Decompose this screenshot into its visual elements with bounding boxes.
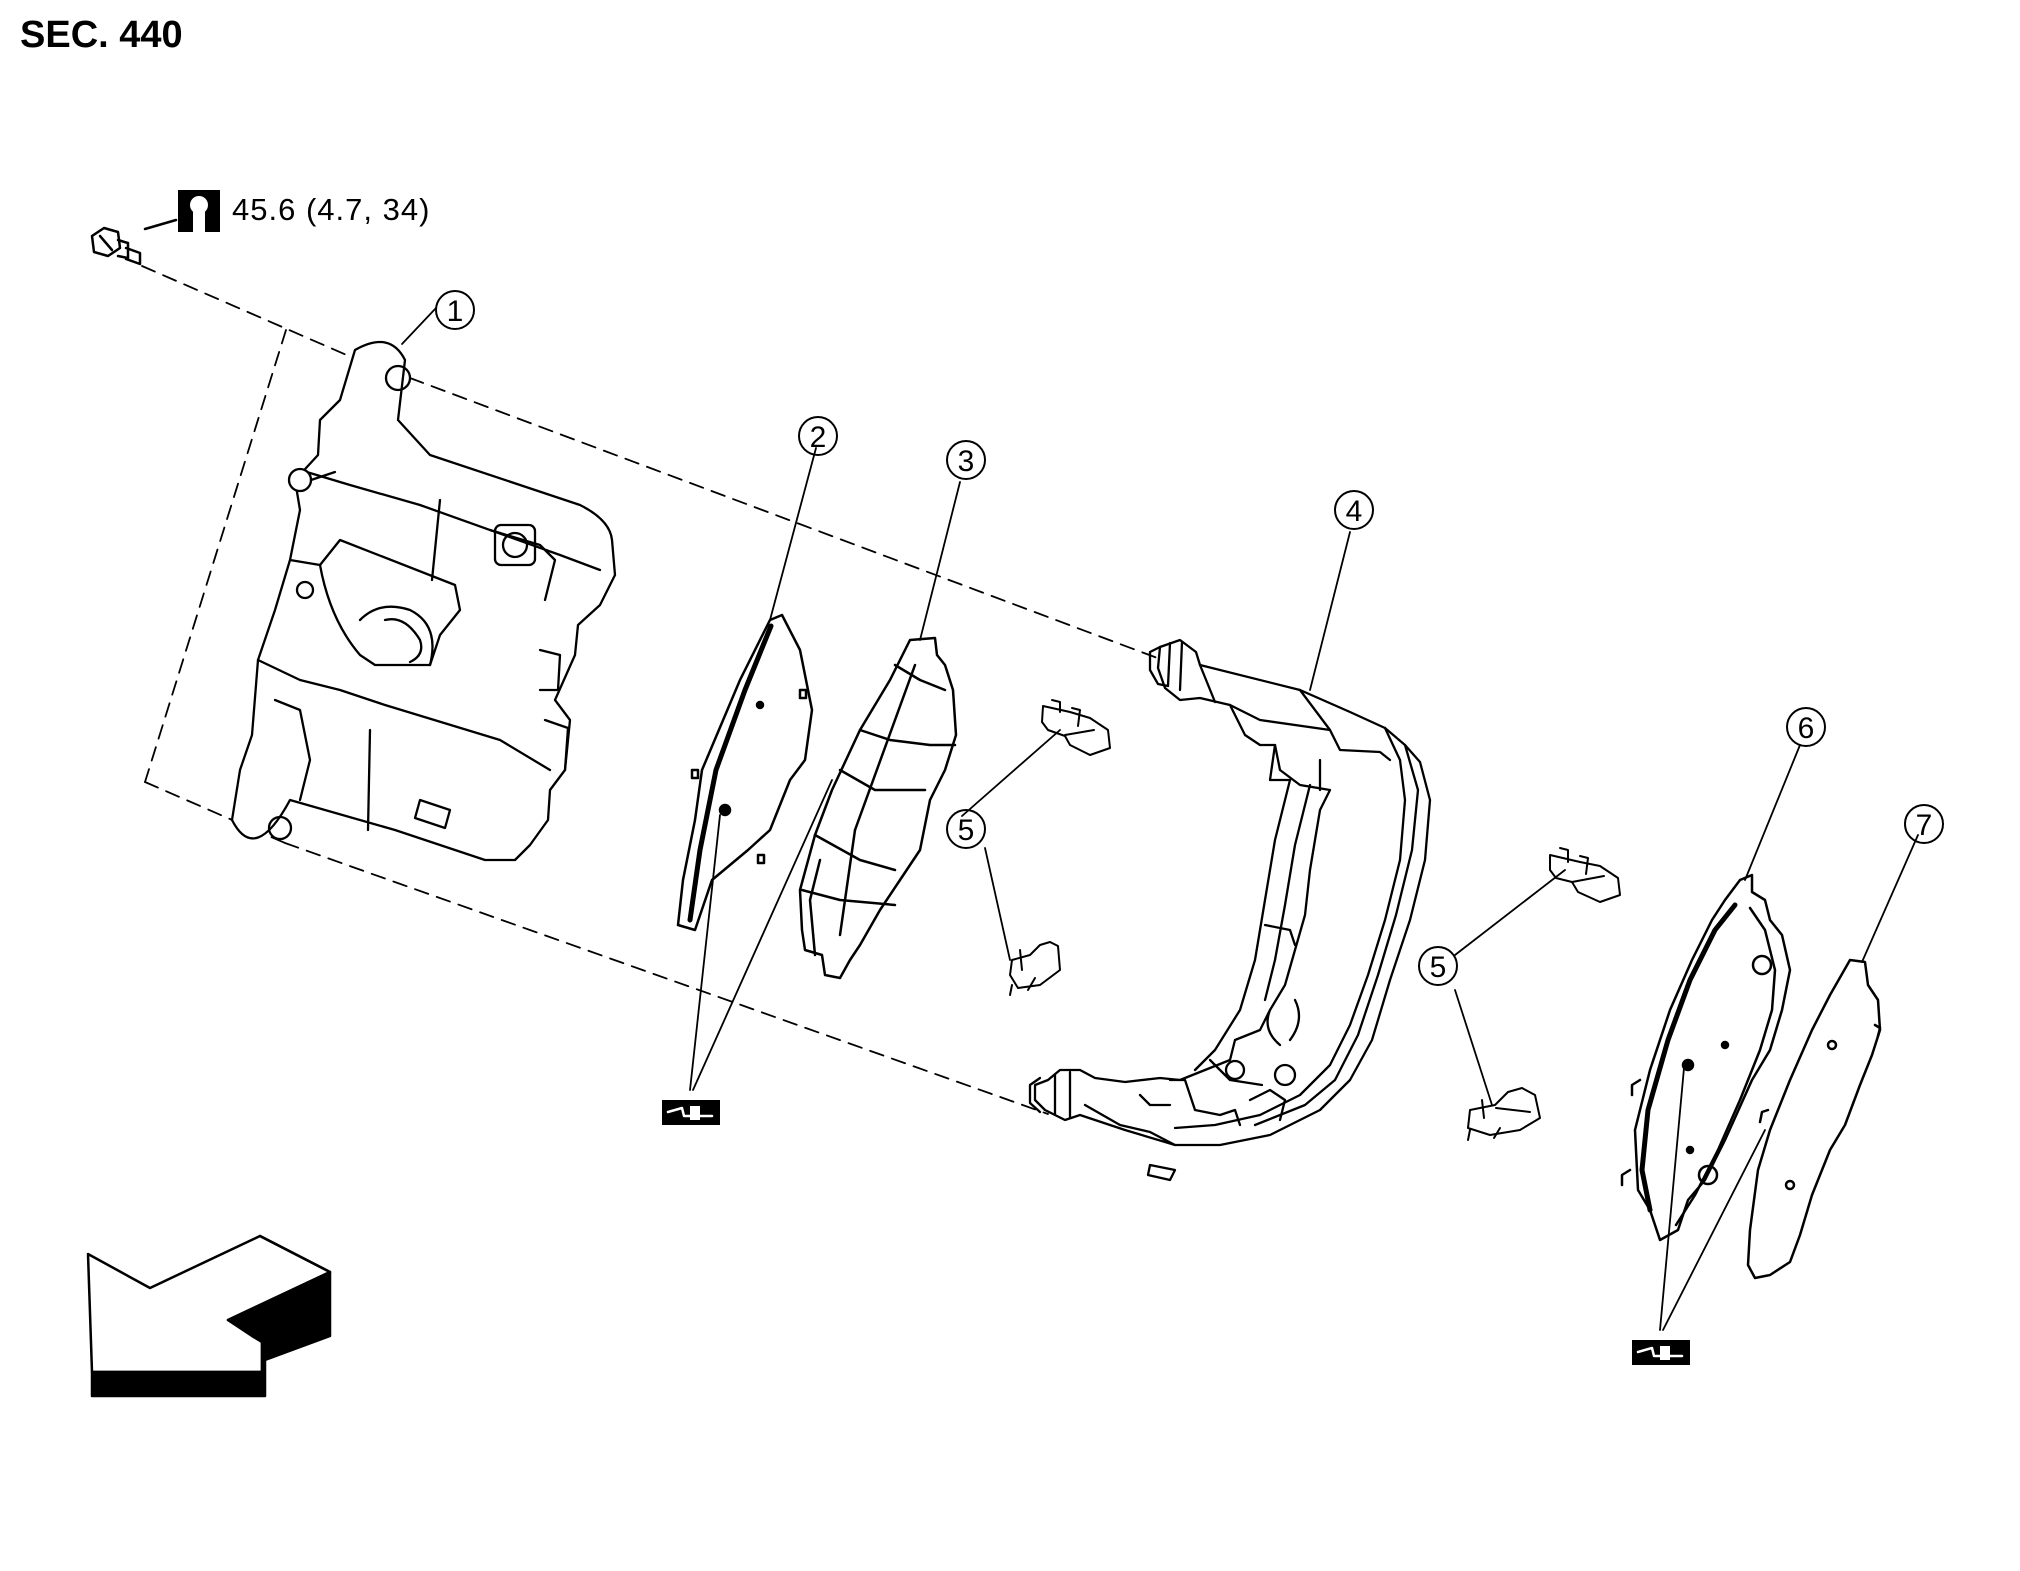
callout-7: 7 [1904, 804, 1944, 844]
callout-6: 6 [1786, 707, 1826, 747]
caliper-body [230, 340, 617, 862]
callout-number: 1 [447, 295, 464, 328]
inner-brake-pad [1620, 873, 1792, 1242]
callout-number: 5 [958, 814, 975, 847]
inner-shim [1746, 958, 1882, 1280]
section-label: SEC. 440 [20, 14, 183, 56]
callout-2: 2 [798, 416, 838, 456]
callout-number: 6 [1798, 712, 1815, 745]
apply-grease-icon [1632, 1340, 1690, 1365]
caliper-torque-member [1028, 638, 1432, 1182]
callout-3: 3 [946, 440, 986, 480]
callout-4: 4 [1334, 490, 1374, 530]
torque-spec: 45.6 (4.7, 34) [232, 192, 431, 227]
callout-5-left: 5 [946, 809, 986, 849]
pad-clip-upper-left [1041, 699, 1111, 756]
apply-grease-icon [662, 1100, 720, 1125]
front-direction-arrow-icon [86, 1234, 332, 1398]
pad-clip-lower-right [1467, 1087, 1541, 1141]
callout-number: 5 [1430, 951, 1447, 984]
callout-number: 2 [810, 421, 827, 454]
outer-brake-pad [798, 636, 958, 980]
outer-shim [676, 613, 814, 932]
callout-number: 7 [1916, 809, 1933, 842]
callout-1: 1 [435, 290, 475, 330]
caliper-bolt [90, 226, 142, 266]
torque-wrench-icon [143, 190, 220, 232]
assembly-guide-lines [141, 265, 1169, 1115]
pad-clip-lower-left [1009, 941, 1061, 996]
pad-clip-upper-right [1549, 847, 1621, 903]
callout-leader-lines [401, 307, 1919, 1331]
callout-number: 4 [1346, 495, 1363, 528]
callout-number: 3 [958, 445, 975, 478]
callout-5-right: 5 [1418, 946, 1458, 986]
